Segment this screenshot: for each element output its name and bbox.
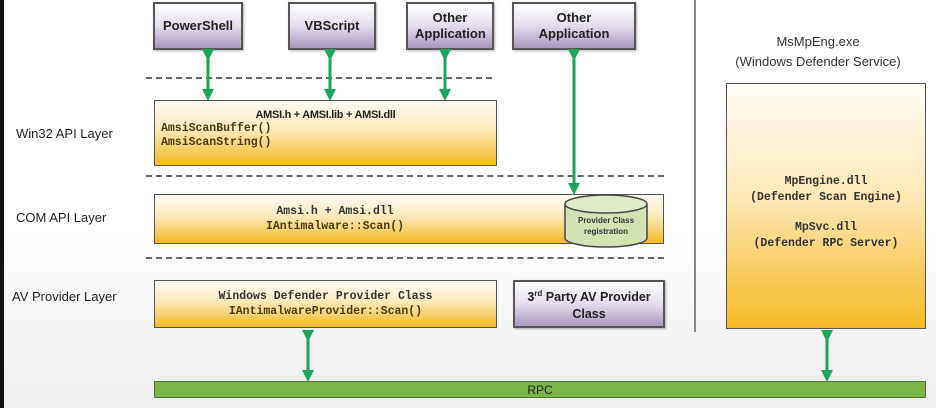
win32-api-box: AMSI.h + AMSI.lib + AMSI.dll AmsiScanBuf… <box>154 100 497 166</box>
third-party-line-2: Class <box>572 306 606 321</box>
third-party-num: 3 <box>527 290 535 305</box>
app-label: Other Application <box>415 10 486 41</box>
provider-registration-cylinder <box>564 194 648 248</box>
com-line-1: Amsi.h + Amsi.dll <box>276 205 394 218</box>
engine-dll: MpEngine.dll <box>784 175 868 188</box>
registration-label: Provider Class registration <box>577 216 635 236</box>
cylinder-top <box>564 194 648 214</box>
defender-provider-line-1: Windows Defender Provider Class <box>218 290 433 303</box>
service-box: MpEngine.dll (Defender Scan Engine) MpSv… <box>726 83 926 329</box>
layer-label-win32: Win32 API Layer <box>16 126 113 141</box>
app-label: VBScript <box>304 18 360 33</box>
left-edge <box>0 0 4 408</box>
service-subtitle: (Windows Defender Service) <box>735 54 901 69</box>
defender-provider-box: Windows Defender Provider Class IAntimal… <box>154 280 497 328</box>
win32-function-scan-string: AmsiScanString() <box>161 136 272 149</box>
layer-separator-2 <box>146 175 664 177</box>
service-header: MsMpEng.exe (Windows Defender Service) <box>700 32 936 72</box>
rpc-bar: RPC <box>154 381 926 398</box>
rpc-server-dll: MpSvc.dll <box>794 221 858 234</box>
win32-function-scan-buffer: AmsiScanBuffer() <box>161 122 272 135</box>
engine-block: MpEngine.dll (Defender Scan Engine) MpSv… <box>727 174 925 252</box>
app-box-other-application-1: Other Application <box>406 2 494 50</box>
rpc-server-desc: (Defender RPC Server) <box>753 237 899 250</box>
app-label: PowerShell <box>162 18 234 33</box>
third-party-rest: Party AV Provider <box>542 290 651 305</box>
app-box-other-application-2: Other Application <box>512 2 636 50</box>
layer-separator-1 <box>146 77 492 79</box>
service-divider <box>694 0 696 332</box>
layer-separator-3 <box>146 257 664 259</box>
third-party-provider-box: 3rd Party AV Provider Class <box>513 280 665 328</box>
app-box-powershell: PowerShell <box>153 2 243 50</box>
layer-label-av-provider: AV Provider Layer <box>12 289 117 304</box>
cylinder-body <box>564 204 648 248</box>
win32-header: AMSI.h + AMSI.lib + AMSI.dll <box>255 109 396 121</box>
app-label: Other Application <box>538 10 610 41</box>
com-line-2: IAntimalware::Scan() <box>265 220 405 233</box>
service-title: MsMpEng.exe <box>776 34 860 49</box>
third-party-sup: rd <box>534 289 543 299</box>
defender-provider-line-2: IAntimalwareProvider::Scan() <box>228 305 423 318</box>
layer-label-com: COM API Layer <box>16 210 107 225</box>
engine-desc: (Defender Scan Engine) <box>750 191 902 204</box>
rpc-label: RPC <box>527 382 553 397</box>
